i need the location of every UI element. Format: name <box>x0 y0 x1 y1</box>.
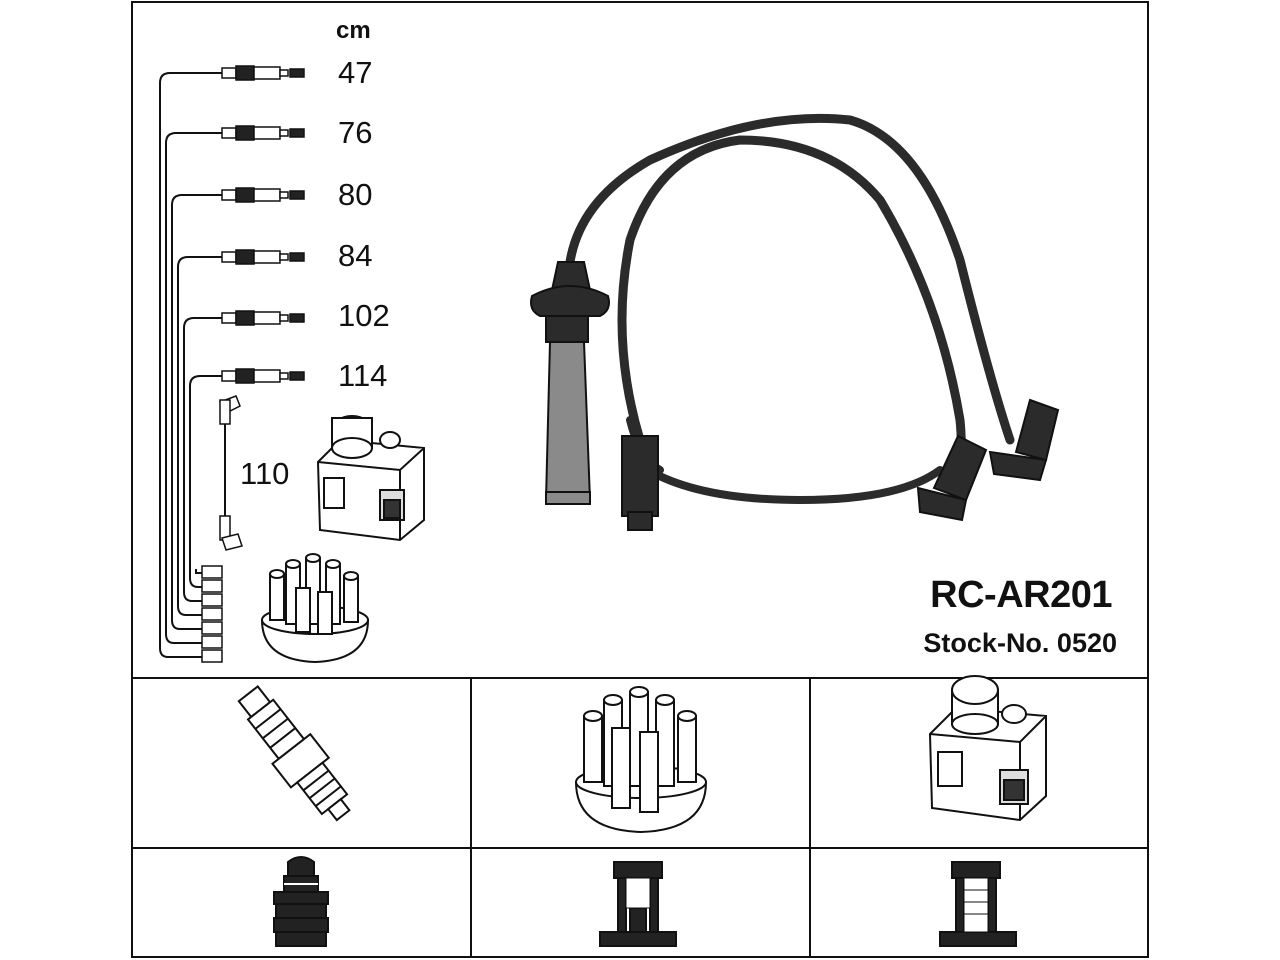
stock-number: Stock-No. 0520 <box>923 628 1117 658</box>
coil-lead-length: 110 <box>240 456 290 491</box>
lead-length-6: 114 <box>338 358 388 393</box>
lead-length-1: 47 <box>338 55 373 90</box>
unit-label: cm <box>336 17 371 44</box>
lead-length-3: 80 <box>338 177 373 212</box>
model-code: RC-AR201 <box>930 574 1112 616</box>
lead-length-5: 102 <box>338 298 390 333</box>
lead-length-2: 76 <box>338 115 373 150</box>
lead-length-4: 84 <box>338 238 373 273</box>
